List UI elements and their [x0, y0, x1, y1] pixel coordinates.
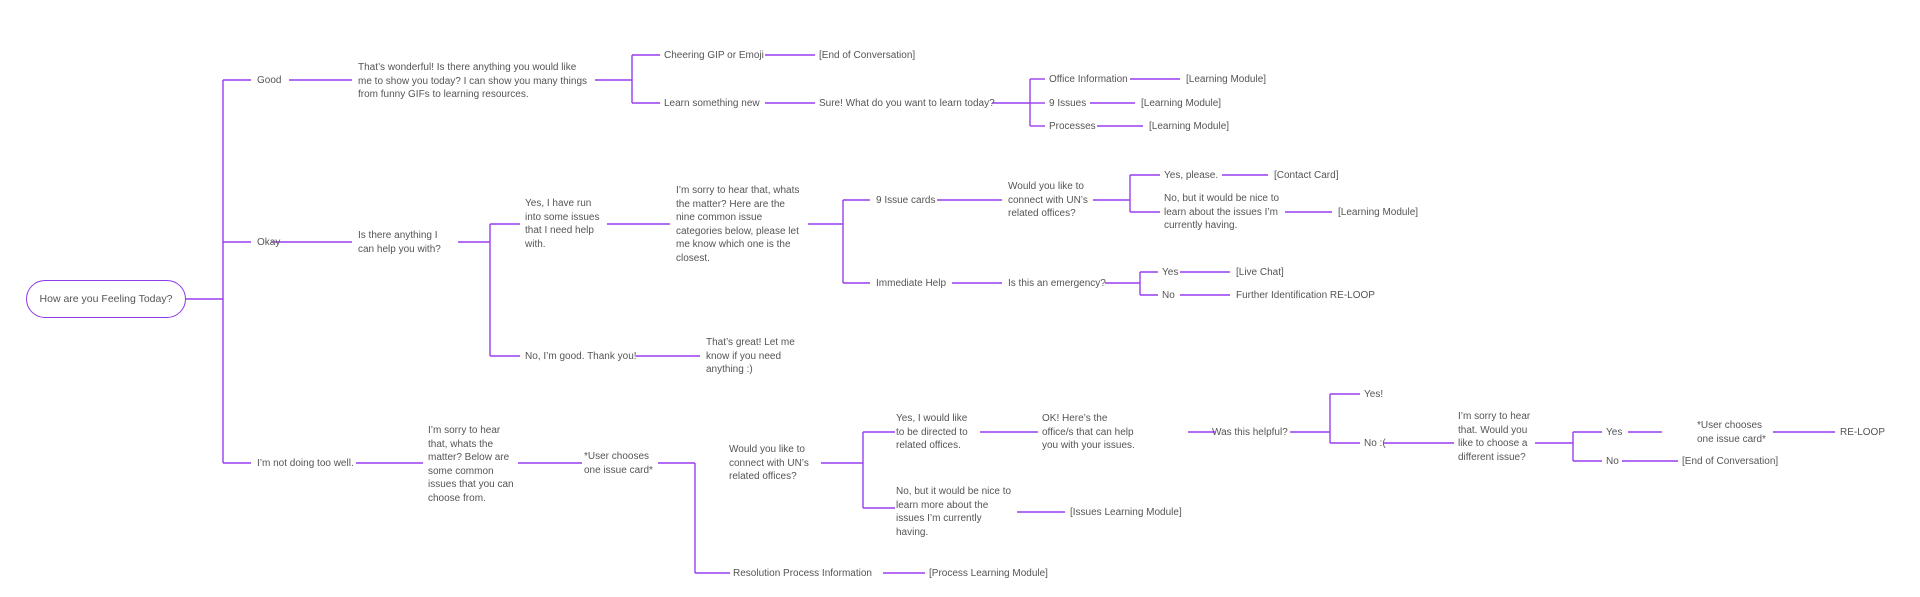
- not-doing-well-node: I’m not doing too well.: [257, 458, 354, 469]
- no-learn-issues-node: No, but it would be nice to learn about …: [1164, 193, 1280, 231]
- user-chooses-card-node-1: *User chooses one issue card*: [584, 451, 653, 476]
- yes-directed-node: Yes, I would like to be directed to rela…: [896, 413, 968, 451]
- ok-offices-node: OK! Here’s the office/s that can help yo…: [1042, 413, 1135, 451]
- connect-un-node-1: Would you like to connect with UN’s rela…: [1008, 181, 1088, 219]
- learning-module-processes-node: [Learning Module]: [1149, 121, 1230, 132]
- learning-module-issues-node-2: [Learning Module]: [1338, 207, 1419, 218]
- okay-node: Okay: [257, 237, 281, 248]
- process-learning-module-node: [Process Learning Module]: [929, 568, 1048, 579]
- connect-un-node-2: Would you like to connect with UN’s rela…: [729, 444, 809, 482]
- learning-module-office-node: [Learning Module]: [1186, 74, 1267, 85]
- emergency-question-node: Is this an emergency?: [1008, 278, 1106, 289]
- further-identification-node: Further Identification RE-LOOP: [1236, 290, 1375, 301]
- nine-issue-cards-node: 9 Issue cards: [876, 195, 936, 206]
- yes-helpful-node: Yes!: [1364, 389, 1384, 400]
- emergency-yes-node: Yes: [1162, 267, 1179, 278]
- resolution-process-node: Resolution Process Information: [733, 568, 872, 579]
- good-reply-node: That’s wonderful! Is there anything you …: [358, 62, 588, 100]
- learning-module-issues-node: [Learning Module]: [1141, 98, 1222, 109]
- no-different-node: No: [1606, 456, 1619, 467]
- thats-great-node: That’s great! Let me know if you need an…: [706, 337, 795, 375]
- yes-issues-node: Yes, I have run into some issues that I …: [525, 198, 600, 250]
- nine-issues-node: 9 Issues: [1049, 98, 1087, 109]
- good-node: Good: [257, 75, 282, 86]
- processes-node: Processes: [1049, 121, 1096, 132]
- sorry-common-issues-node: I’m sorry to hear that, whats the matter…: [428, 425, 514, 504]
- end-of-conversation-node-2: [End of Conversation]: [1682, 456, 1779, 467]
- no-learn-more-node: No, but it would be nice to learn more a…: [896, 486, 1012, 538]
- office-information-node: Office Information: [1049, 74, 1128, 85]
- sorry-nine-cards-node: I’m sorry to hear that, whats the matter…: [676, 185, 800, 264]
- live-chat-node: [Live Chat]: [1236, 267, 1284, 278]
- root-label: How are you Feeling Today?: [39, 293, 173, 305]
- learn-something-new-node: Learn something new: [664, 98, 760, 109]
- sorry-different-issue-node: I’m sorry to hear that. Would you like t…: [1458, 411, 1531, 463]
- okay-reply-node: Is there anything I can help you with?: [358, 230, 441, 255]
- reloop-node: RE-LOOP: [1840, 427, 1886, 438]
- yes-please-node: Yes, please.: [1164, 170, 1219, 181]
- cheering-gif-node: Cheering GIP or Emoji: [664, 50, 764, 61]
- user-chooses-card-node-2: *User chooses one issue card*: [1697, 420, 1766, 445]
- sure-learn-node: Sure! What do you want to learn today?: [819, 98, 995, 109]
- no-helpful-node: No :(: [1364, 438, 1386, 449]
- emergency-no-node: No: [1162, 290, 1175, 301]
- contact-card-node: [Contact Card]: [1274, 170, 1339, 181]
- immediate-help-node: Immediate Help: [876, 278, 947, 289]
- issues-learning-module-node: [Issues Learning Module]: [1070, 507, 1182, 518]
- end-of-conversation-node-1: [End of Conversation]: [819, 50, 916, 61]
- root-question-node: How are you Feeling Today?: [26, 280, 186, 318]
- yes-different-node: Yes: [1606, 427, 1623, 438]
- no-im-good-node: No, I’m good. Thank you!: [525, 351, 637, 362]
- was-helpful-node: Was this helpful?: [1212, 427, 1288, 438]
